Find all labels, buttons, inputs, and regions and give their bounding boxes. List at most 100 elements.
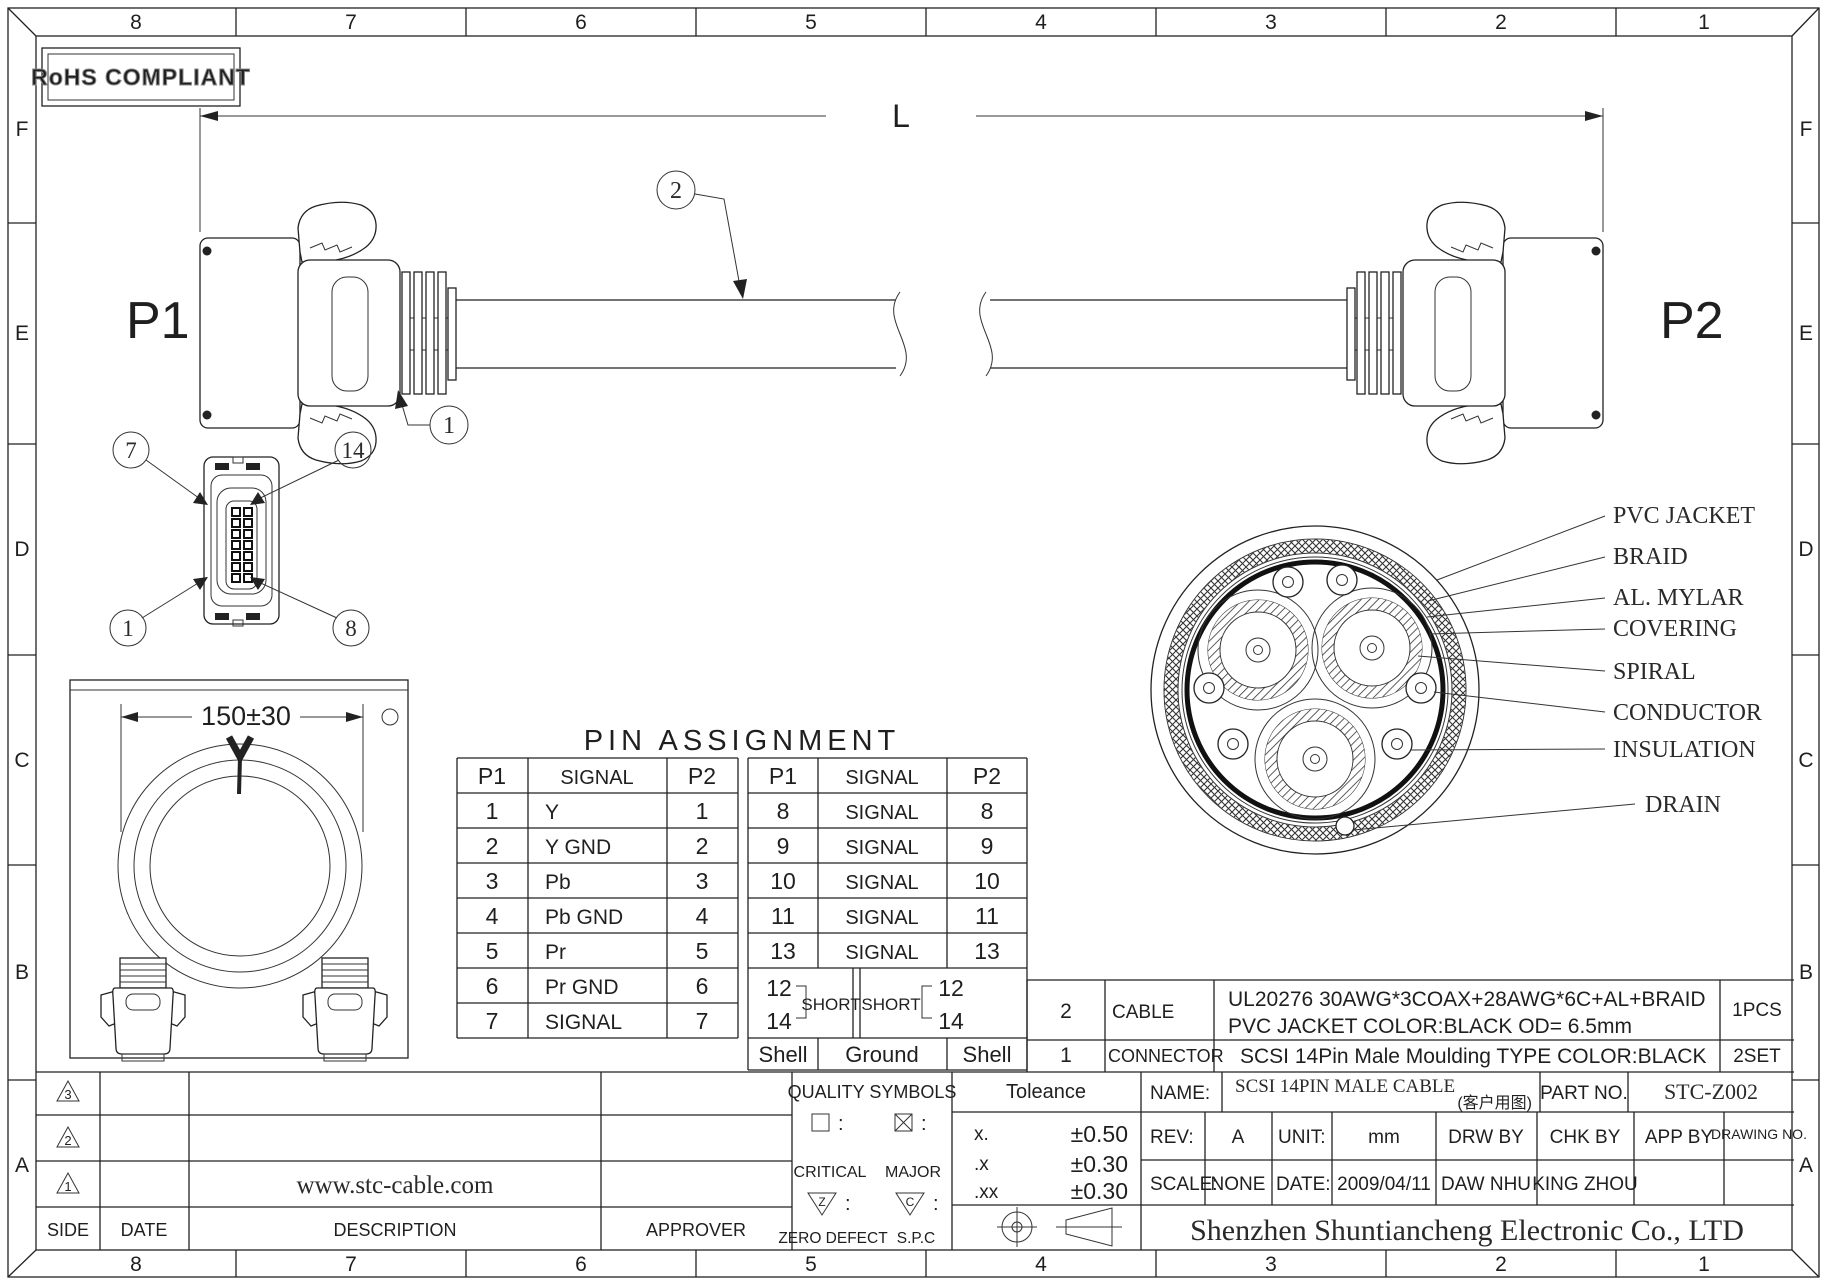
short-pin: 12 (938, 975, 964, 1001)
zone-row-right: F (1800, 118, 1813, 141)
tolerance-title: Toleance (1006, 1081, 1086, 1103)
pin-cell: 8 (777, 798, 790, 824)
unit-label: UNIT: (1278, 1127, 1326, 1148)
signal-cell: Pb (545, 871, 571, 894)
callout-jacket: 2 (656, 170, 747, 299)
datum-target-symbol (997, 1207, 1037, 1247)
signal-cell: SIGNAL (845, 802, 918, 824)
major-label: MAJOR (885, 1164, 941, 1181)
signal-cell: Pb GND (545, 906, 623, 929)
colon: : (921, 1113, 927, 1135)
pin-cell: 7 (696, 1008, 709, 1034)
pin-cell: 9 (981, 833, 994, 859)
quality-symbols-title: QUALITY SYMBOLS (788, 1082, 957, 1102)
tolerance-value: ±0.50 (1071, 1121, 1128, 1147)
p1-connector-label: P1 (126, 292, 190, 350)
label-conductor: CONDUCTOR (1613, 700, 1762, 726)
chk-by-value: KING ZHOU (1532, 1174, 1638, 1195)
zone-col-top: 8 (130, 11, 142, 34)
spc-label: S.P.C (897, 1230, 936, 1247)
short-pin: 12 (766, 975, 792, 1001)
zone-row-right: D (1798, 538, 1813, 561)
zone-col-top: 5 (805, 11, 817, 34)
inner-conductors (1193, 564, 1437, 760)
spc-letter: C (906, 1195, 915, 1209)
title-block: NAME: SCSI 14PIN MALE CABLE (客户用图) PART … (1150, 1076, 1807, 1247)
pin-cell: 5 (696, 938, 709, 964)
header-cell: P1 (478, 763, 506, 789)
scale-value: NONE (1211, 1174, 1266, 1195)
coiled-cable-view: 150±30 (69, 679, 409, 1062)
part-no-value: STC-Z002 (1664, 1079, 1758, 1104)
revision-marker: 3 (64, 1087, 71, 1102)
revision-header-description: DESCRIPTION (333, 1220, 456, 1240)
zone-col-bottom: 3 (1265, 1253, 1277, 1276)
rev-value: A (1232, 1127, 1245, 1148)
zone-row-left: B (15, 961, 29, 984)
drw-by-value: DAW NHU (1441, 1174, 1531, 1195)
header-cell: P2 (688, 763, 716, 789)
unit-value: mm (1368, 1127, 1400, 1148)
pin-table-left-grid (456, 757, 739, 1039)
signal-cell: SIGNAL (845, 907, 918, 929)
colon: : (845, 1193, 851, 1215)
revision-header-side: SIDE (47, 1220, 89, 1240)
pin-cell: 1 (486, 798, 499, 824)
balloon-pin7: 7 (125, 438, 137, 463)
name-label: NAME: (1150, 1083, 1210, 1104)
name-value: SCSI 14PIN MALE CABLE (1235, 1076, 1455, 1097)
signal-cell: Y (545, 801, 559, 824)
bom-table: 2 CABLE UL20276 30AWG*3COAX+28AWG*6C+AL+… (1026, 979, 1794, 1072)
scale-label: SCALE: (1150, 1174, 1218, 1195)
chk-by-label: CHK BY (1550, 1127, 1621, 1148)
pin-cell: 10 (974, 868, 1000, 894)
projection-angle-symbol (1056, 1207, 1122, 1247)
bom-item-no: 2 (1060, 1000, 1072, 1023)
zone-col-top: 1 (1698, 11, 1710, 34)
quality-symbols-block: QUALITY SYMBOLS : : CRITICAL MAJOR Z : C… (778, 1082, 956, 1247)
shell-row: Shell Ground Shell (759, 1042, 1012, 1067)
ground-cell: Ground (845, 1042, 918, 1067)
spc-symbol: C (895, 1192, 925, 1216)
signal-cell: Pr GND (545, 976, 619, 999)
critical-label: CRITICAL (794, 1164, 867, 1181)
zone-row-left: E (15, 322, 29, 345)
cable-label-tag-stem (237, 756, 242, 795)
coil-connector-left (100, 957, 186, 1062)
header-cell: SIGNAL (845, 767, 918, 789)
pin-cell: 2 (486, 833, 499, 859)
coax-top-left (1197, 589, 1319, 711)
p2-connector-label: P2 (1660, 292, 1724, 350)
pin-cell: 13 (974, 938, 1000, 964)
signal-cell: Y GND (545, 836, 611, 859)
balloon-pin1: 1 (122, 616, 134, 641)
callout-strain-number: 1 (443, 413, 455, 439)
tolerance-block: Toleance x. ±0.50 .x ±0.30 .xx ±0.30 (974, 1081, 1128, 1247)
pin-cell: 6 (486, 973, 499, 999)
tolerance-label: .x (974, 1154, 989, 1175)
tolerance-value: ±0.30 (1071, 1178, 1128, 1204)
signal-cell: SIGNAL (845, 837, 918, 859)
short-pin: 14 (938, 1008, 964, 1034)
short-pin: 14 (766, 1008, 792, 1034)
revision-header-approver: APPROVER (646, 1220, 746, 1240)
pin-cell: 7 (486, 1008, 499, 1034)
rohs-stamp: RoHS COMPLIANT (31, 47, 250, 107)
label-braid: BRAID (1613, 544, 1688, 570)
coax-bottom (1254, 698, 1376, 820)
pin-cell: 5 (486, 938, 499, 964)
cross-section-labels: PVC JACKET BRAID AL. MYLAR COVERING SPIR… (1613, 503, 1762, 818)
bom-item-no: 1 (1060, 1044, 1072, 1067)
bom-qty: 1PCS (1732, 1000, 1782, 1021)
label-covering: COVERING (1613, 616, 1737, 642)
pin-assignment-title: PIN ASSIGNMENT (584, 725, 901, 757)
zone-row-right: B (1799, 961, 1813, 984)
header-cell: SIGNAL (560, 767, 633, 789)
zero-defect-letter: Z (818, 1195, 825, 1209)
balloon-pin8: 8 (345, 616, 357, 641)
signal-cell: SIGNAL (845, 942, 918, 964)
zone-row-left: F (16, 118, 29, 141)
face-view-balloons: 7 14 1 8 (109, 431, 372, 647)
pin-cell: 4 (486, 903, 499, 929)
app-by-label: APP BY (1645, 1127, 1714, 1148)
